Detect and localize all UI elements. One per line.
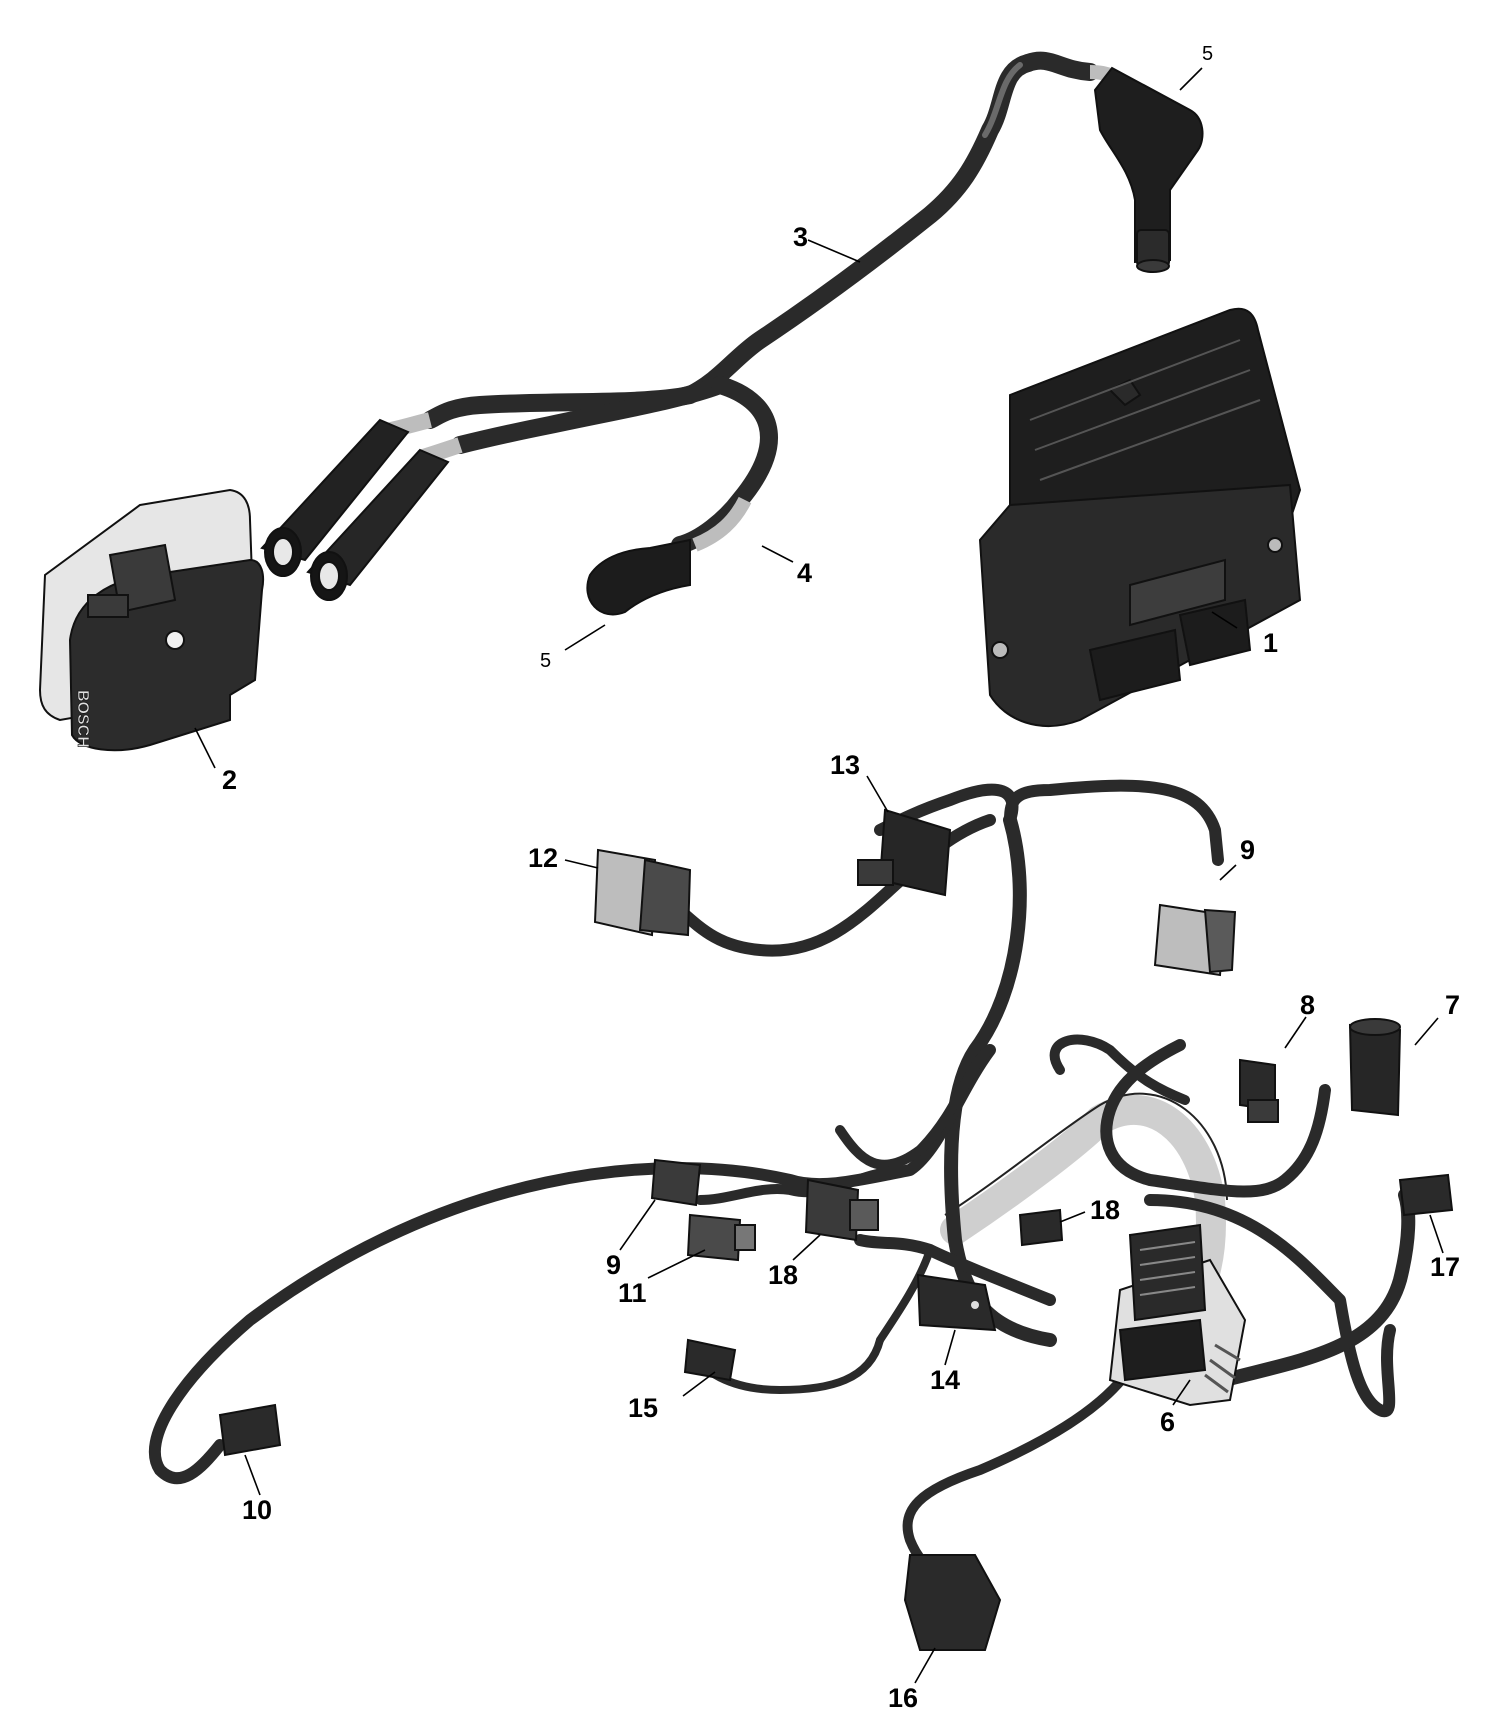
callout-16: 16 [888,1683,919,1713]
callout-9-lower: 9 [606,1250,622,1280]
connector-18-lower [804,1178,879,1242]
callout-5-upper: 5 [1202,43,1214,65]
callout-3: 3 [793,222,809,252]
callout-12: 12 [528,843,559,873]
connector-13 [857,808,952,897]
spark-plug-boot-upper [1093,66,1204,273]
connector-8 [1239,1058,1279,1123]
callout-2: 2 [222,765,238,795]
callout-leader-lines [194,67,1444,1684]
callout-13: 13 [830,750,861,780]
coil-connector-boots [260,418,450,601]
callout-11: 11 [618,1278,647,1308]
callout-14: 14 [930,1365,961,1395]
callout-18-upper: 18 [1090,1195,1121,1225]
connector-18-upper [1018,1208,1064,1247]
connector-12 [593,848,692,937]
connector-9-lower [650,1158,702,1207]
ignition-cable-assembly [260,51,1204,616]
ignition-coil: BOSCH [38,488,265,752]
callout-1: 1 [1263,628,1279,658]
engine-wiring-harness [148,779,1416,1580]
spark-plug-boot-lower [586,538,691,616]
callout-6: 6 [1160,1407,1176,1437]
callout-5-lower: 5 [540,650,552,672]
engine-control-module [978,307,1302,727]
callout-8: 8 [1300,990,1316,1020]
callout-10: 10 [242,1495,273,1525]
callout-18-lower: 18 [768,1260,799,1290]
connector-14 [916,1273,997,1332]
connector-7 [1348,1018,1402,1117]
connector-15 [683,1338,737,1382]
connector-11 [686,1213,756,1262]
connector-16 [903,1554,1002,1651]
callout-4: 4 [797,558,813,588]
callout-17: 17 [1430,1252,1461,1282]
callout-9-upper: 9 [1240,835,1256,865]
callout-15: 15 [628,1393,659,1423]
connector-9-upper [1153,903,1237,977]
coil-brand-text: BOSCH [74,690,91,748]
connector-17 [1398,1173,1454,1217]
callout-7: 7 [1445,990,1461,1020]
connector-6 [1108,1223,1247,1407]
connector-10 [218,1403,282,1457]
